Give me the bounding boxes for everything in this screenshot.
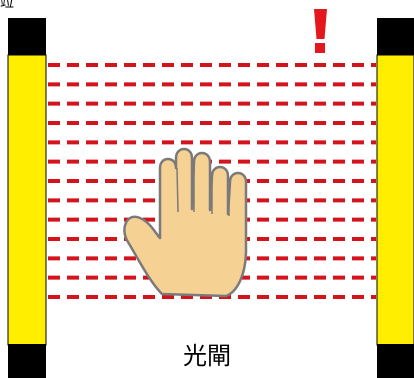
right-sensor-post (377, 18, 414, 378)
left-sensor-post (8, 18, 46, 378)
right-post-bottom-cap (377, 344, 414, 378)
hand-icon (124, 149, 246, 296)
right-post-body (377, 55, 414, 345)
exclamation-icon (314, 9, 327, 53)
left-post-bottom-cap (8, 344, 46, 378)
diagram-caption: 光閘 (150, 341, 264, 371)
left-post-top-cap (8, 18, 46, 58)
right-post-top-cap (377, 18, 414, 58)
left-post-body (8, 55, 46, 345)
